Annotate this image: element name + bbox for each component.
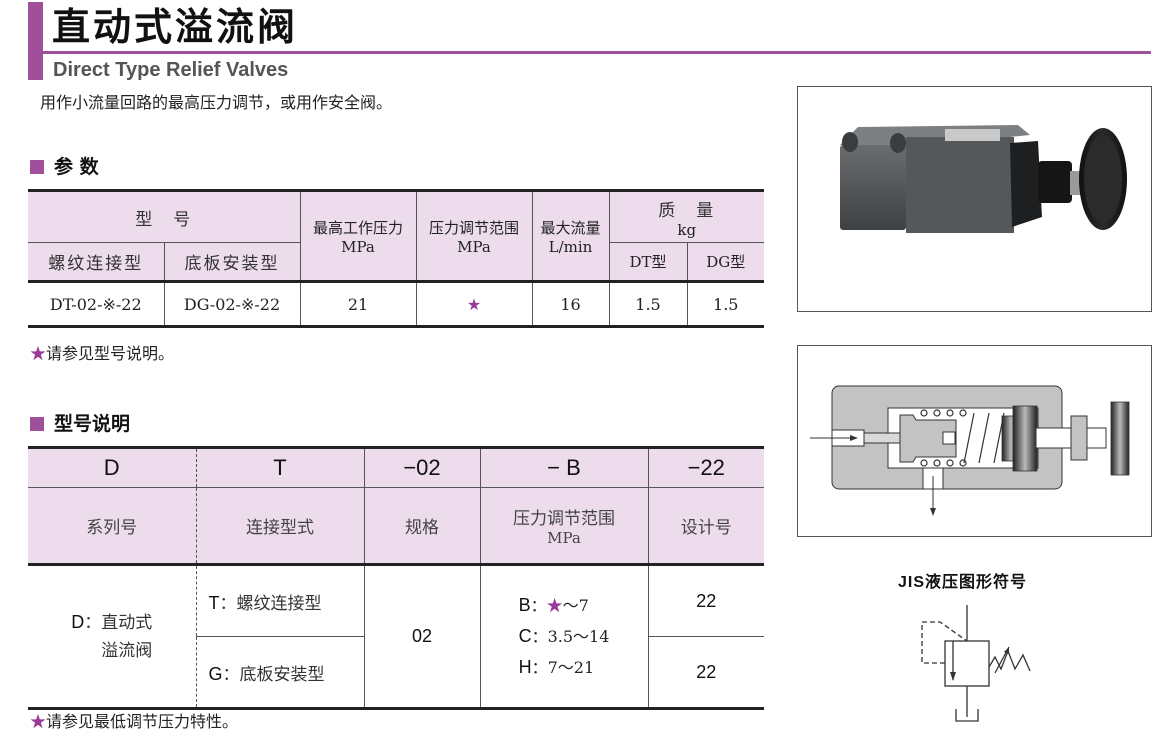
valve-photo-icon [840,125,1127,233]
adj-range-label: 压力调节范围 [428,218,519,237]
mass-label: 质 量 [658,200,716,221]
title-accent-bar [28,2,43,80]
page-title: 直动式溢流阀 [52,5,299,49]
range-text: ～7 [562,596,589,615]
mass-header: 质 量 kg [608,189,764,243]
params-note-text: 请参见型号说明。 [46,344,175,363]
sep: ： [222,664,240,685]
connection-threaded: T：螺纹连接型 [195,563,365,637]
label-connection: 连接型式 [195,487,365,565]
label-size: 规格 [363,487,481,565]
section-square-icon [30,160,44,174]
model-header: 型 号 [28,189,301,243]
model-heading: 型号说明 [30,412,130,436]
threaded-header: 螺纹连接型 [28,242,165,282]
max-flow-value: 16 [531,280,610,328]
series-code: D [71,612,85,632]
title-underline [43,51,1151,54]
adj-range-header: 压力调节范围 MPa [415,189,533,282]
mass-dt-value: 1.5 [608,280,688,328]
subplate-header: 底板安装型 [163,242,301,282]
params-note: ★请参见型号说明。 [30,344,174,364]
max-flow-header: 最大流量 L/min [531,189,610,282]
series-line1: 直动式 [101,613,153,633]
valve-photo-box [797,86,1152,312]
range-code: C [518,626,532,646]
range-item: H：7～21 [519,652,610,683]
intro-text: 用作小流量回路的最高压力调节，或用作安全阀。 [40,93,393,112]
range-item: C：3.5～14 [519,621,610,652]
sep: ： [531,658,548,677]
model-note-text: 请参见最低调节压力特性。 [46,712,239,731]
mass-dg-header: DG型 [686,242,764,282]
sep: ： [84,613,102,633]
size-value: 02 [363,563,481,707]
jis-relief-valve-symbol-icon [921,605,1031,722]
label-range: 压力调节范围 MPa [479,487,649,565]
params-table: 型 号 最高工作压力 MPa 压力调节范围 MPa 最大流量 L/min 质 量… [28,189,764,328]
params-heading: 参 数 [30,155,99,179]
range-list: B：★～7 C：3.5～14 H：7～21 [479,563,649,707]
range-code: B [518,595,531,615]
label-design: 设计号 [647,487,764,565]
valve-section-box [797,345,1152,537]
star-icon: ★ [30,712,47,731]
threaded-model: DT-02-※-22 [28,280,165,328]
max-pressure-unit: MPa [341,237,375,256]
range-code: H [518,657,532,677]
code-size: −02 [363,446,481,488]
section-square-icon [30,417,44,431]
connection-code: T [208,592,220,613]
page-subtitle: Direct Type Relief Valves [53,59,289,81]
max-pressure-header: 最高工作压力 MPa [299,189,417,282]
label-range-text: 压力调节范围 [513,509,615,529]
max-flow-label: 最大流量 [540,218,601,237]
table-row: DT-02-※-22 DG-02-※-22 21 ★ 16 1.5 1.5 [28,280,764,328]
subplate-model: DG-02-※-22 [163,280,301,328]
max-pressure-value: 21 [299,280,417,328]
range-text: 7～21 [547,658,595,677]
design-value-2: 22 [647,636,764,707]
label-series: 系列号 [28,487,197,565]
connection-text: 底板安装型 [239,664,325,685]
design-value-1: 22 [647,563,764,637]
range-text: 3.5～14 [547,627,610,646]
max-flow-unit: L/min [548,237,593,256]
model-note: ★请参见最低调节压力特性。 [30,712,238,732]
star-icon: ★ [546,596,563,615]
series-desc: D：直动式 溢流阀 [28,563,197,707]
adj-range-value: ★ [415,280,533,328]
params-heading-text: 参 数 [54,156,99,178]
model-code-table: D T −02 − B −22 系列号 连接型式 规格 压力调节范围 MPa 设… [28,446,764,710]
model-heading-text: 型号说明 [54,413,131,435]
code-range: − B [479,446,649,488]
star-icon: ★ [30,344,47,363]
adj-range-unit: MPa [457,237,491,256]
mass-dt-header: DT型 [608,242,688,282]
code-design: −22 [647,446,764,488]
connection-code: G [208,663,223,684]
sep: ： [530,596,547,615]
label-range-unit: MPa [547,529,581,547]
max-pressure-label: 最高工作压力 [312,218,403,237]
connection-subplate: G：底板安装型 [195,636,365,707]
range-item: B：★～7 [519,590,610,621]
series-line2: 溢流阀 [101,641,153,661]
sep: ： [219,593,237,614]
code-series: D [28,446,197,488]
mass-unit: kg [677,220,697,239]
valve-cross-section-icon [810,385,1130,516]
connection-text: 螺纹连接型 [236,593,322,614]
code-connection: T [195,446,365,488]
mass-dg-value: 1.5 [686,280,764,328]
sep: ： [531,627,548,646]
jis-symbol-title: JIS液压图形符号 [898,574,1028,591]
